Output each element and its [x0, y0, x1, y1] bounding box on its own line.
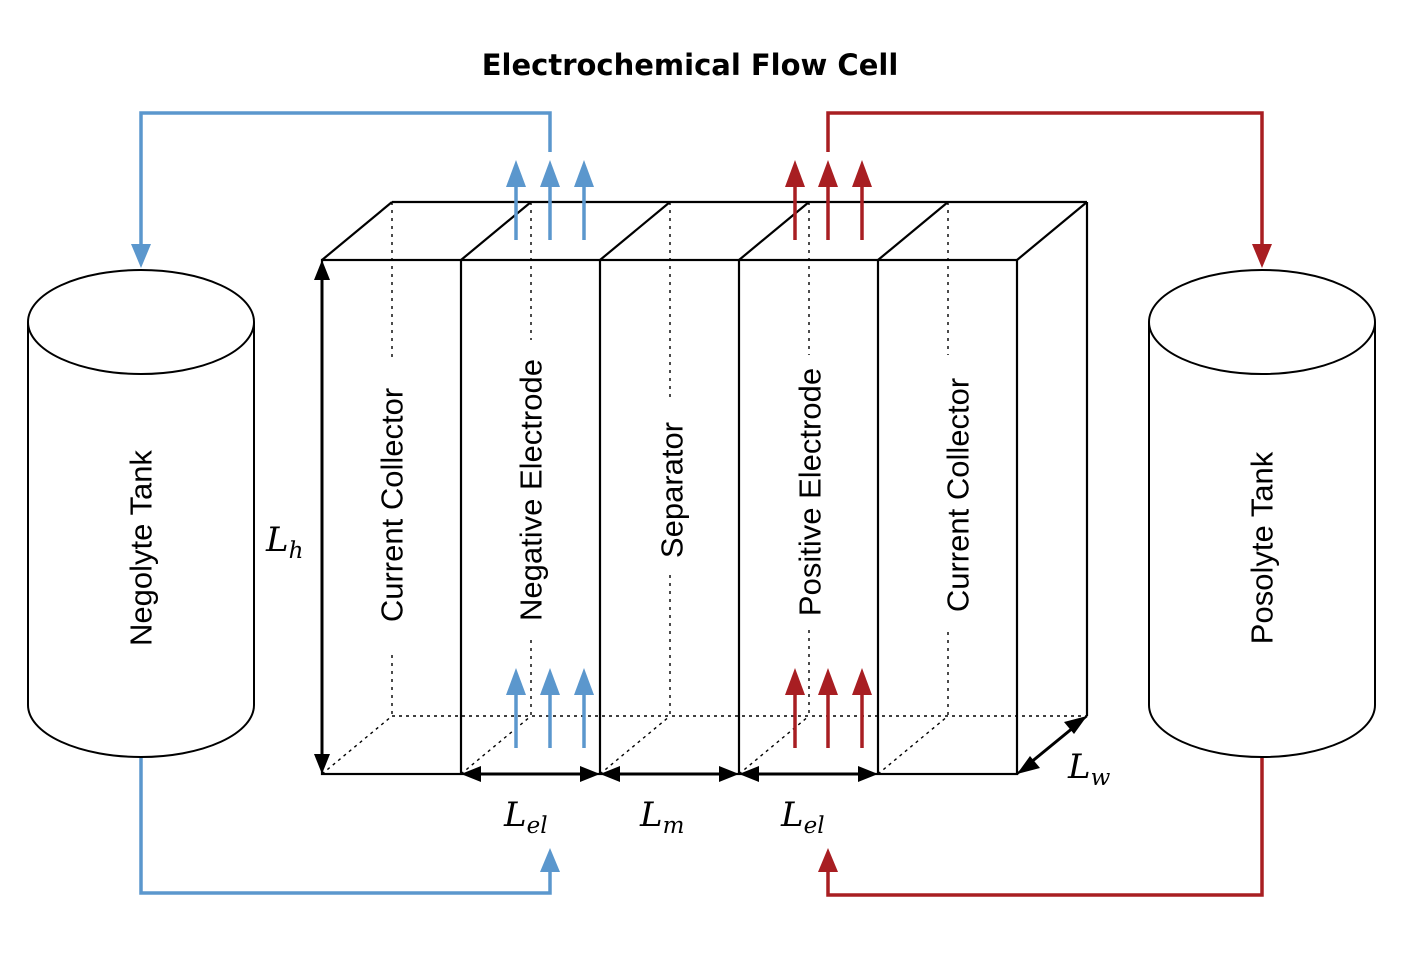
- membrane-dimension-label: Lm: [639, 795, 684, 839]
- layer-label-separator: Separator: [655, 422, 690, 558]
- posolyte-flow-arrowheads: [785, 160, 872, 695]
- width-dimension-arrow: [1029, 725, 1075, 765]
- negolyte-flow-arrows: [514, 184, 586, 748]
- posolyte-tank: Posolyte Tank: [1148, 269, 1376, 758]
- width-dimension-label: Lw: [1067, 747, 1111, 791]
- posolyte-supply-pipe: [823, 758, 1264, 897]
- layer-label-positive-electrode: Positive Electrode: [793, 368, 828, 616]
- posolyte-pipe-loop: [823, 111, 1267, 897]
- negolyte-return-pipe: [136, 111, 552, 257]
- negolyte-flow-arrowheads: [506, 160, 594, 695]
- negolyte-tank-label: Negolyte Tank: [124, 450, 159, 646]
- posolyte-return-pipe: [826, 111, 1267, 257]
- negolyte-pipe-loop: [136, 111, 555, 895]
- height-dimension-label: Lh: [265, 520, 303, 564]
- layer-label-current-collector-right: Current Collector: [941, 378, 976, 612]
- layer-label-current-collector-left: Current Collector: [375, 388, 410, 622]
- diagram-title: Electrochemical Flow Cell: [482, 48, 899, 82]
- posolyte-flow-arrows: [793, 184, 864, 748]
- posolyte-tank-label: Posolyte Tank: [1245, 451, 1280, 644]
- electrode-right-dimension-label: Lel: [780, 795, 825, 839]
- layer-back-edges: [391, 202, 949, 716]
- negolyte-supply-pipe: [139, 758, 555, 895]
- layer-labels: Current Collector Negative Electrode Sep…: [375, 359, 976, 622]
- dimension-arrowheads: [314, 260, 1087, 782]
- pipe-arrowheads: [131, 244, 1272, 872]
- negolyte-tank: Negolyte Tank: [27, 269, 255, 758]
- dimension-arrows: [320, 276, 1075, 776]
- layer-label-negative-electrode: Negative Electrode: [514, 359, 549, 621]
- electrode-left-dimension-label: Lel: [503, 795, 548, 839]
